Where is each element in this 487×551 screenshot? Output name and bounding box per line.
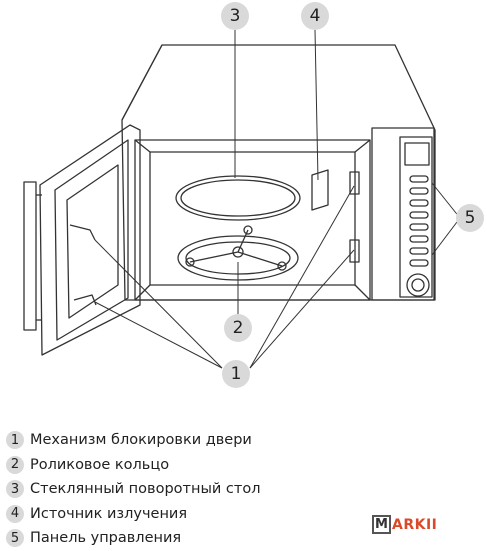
callout-1: 1 — [222, 360, 250, 388]
callout-2: 2 — [224, 314, 252, 342]
control-panel — [371, 127, 435, 301]
legend-label-4: Источник излучения — [30, 505, 188, 522]
callout-3: 3 — [221, 2, 249, 30]
legend: 1 Механизм блокировки двери 2 Роликовое … — [6, 428, 336, 551]
legend-number-3: 3 — [6, 480, 24, 499]
door — [39, 124, 141, 356]
legend-label-3: Стеклянный поворотный стол — [30, 481, 261, 498]
legend-label-2: Роликовое кольцо — [30, 456, 170, 473]
callout-4-number: 4 — [310, 6, 321, 26]
door-handle — [23, 181, 37, 331]
callout-4: 4 — [301, 2, 329, 30]
legend-label-1: Механизм блокировки двери — [30, 432, 252, 449]
legend-item-5: 5 Панель управления — [6, 526, 336, 551]
legend-item-2: 2 Роликовое кольцо — [6, 453, 336, 478]
callout-3-number: 3 — [230, 6, 241, 26]
callout-5: 5 — [456, 204, 484, 232]
callout-lines — [94, 29, 461, 369]
callout-1-number: 1 — [231, 364, 242, 384]
waveguide-cover — [311, 169, 329, 211]
control-buttons — [409, 175, 429, 267]
latch-slot-lower — [349, 239, 360, 263]
legend-number-5: 5 — [6, 529, 24, 548]
brand-logo: M ARKII — [372, 515, 437, 534]
control-knob — [406, 273, 430, 297]
logo-letter: M — [372, 515, 391, 534]
door-window — [66, 164, 119, 319]
legend-label-5: Панель управления — [30, 530, 182, 547]
legend-number-1: 1 — [6, 431, 24, 450]
callout-2-number: 2 — [233, 318, 244, 338]
callout-5-number: 5 — [465, 208, 476, 228]
legend-item-3: 3 Стеклянный поворотный стол — [6, 477, 336, 502]
microwave-body — [121, 44, 436, 301]
latch-slot-upper — [349, 171, 360, 195]
logo-text: ARKII — [392, 516, 438, 533]
legend-number-2: 2 — [6, 455, 24, 474]
legend-item-1: 1 Механизм блокировки двери — [6, 428, 336, 453]
display-window — [404, 142, 430, 166]
glass-turntable — [175, 175, 301, 221]
legend-item-4: 4 Источник излучения — [6, 502, 336, 527]
legend-number-4: 4 — [6, 504, 24, 523]
